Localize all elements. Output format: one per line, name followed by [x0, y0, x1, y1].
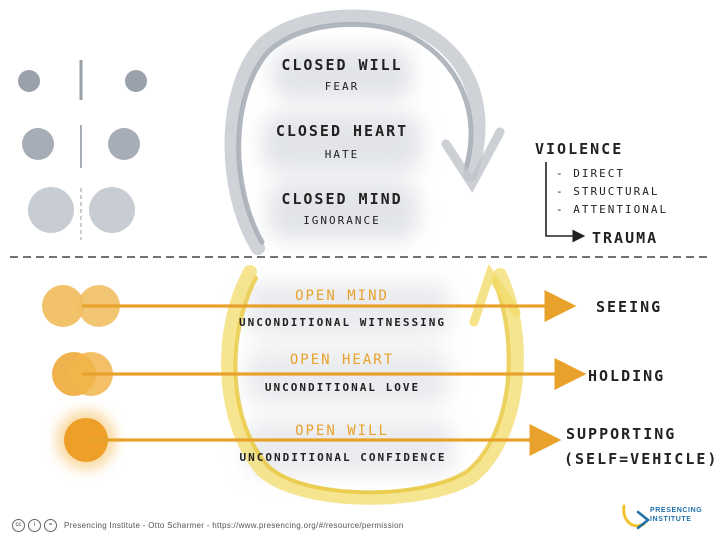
- violence-item-attentional: - ATTENTIONAL: [556, 203, 669, 216]
- open-heart-title: OPEN HEART: [289, 352, 395, 368]
- self-vehicle-label: (SELF=VEHICLE): [564, 450, 719, 468]
- closed-text-halos: [262, 48, 422, 240]
- open-heart-subtitle: UNCONDITIONAL LOVE: [264, 381, 421, 394]
- closed-heart-subtitle: HATE: [324, 148, 360, 161]
- closed-heart-title: CLOSED HEART: [275, 122, 409, 140]
- circle-open-mind-left: [42, 285, 84, 327]
- open-will-title: OPEN WILL: [295, 423, 389, 439]
- closed-mind-title: CLOSED MIND: [281, 190, 403, 208]
- seeing-label: SEEING: [596, 298, 663, 316]
- holding-label: HOLDING: [588, 367, 666, 385]
- trauma-label: TRAUMA: [592, 229, 659, 247]
- open-mind-title: OPEN MIND: [295, 288, 389, 304]
- closed-will-subtitle: FEAR: [324, 80, 360, 93]
- closed-circles: [18, 60, 147, 240]
- circle-closed-mind-left: [28, 187, 74, 233]
- logo-text-line1: PRESENCING: [650, 507, 703, 514]
- open-will-subtitle: UNCONDITIONAL CONFIDENCE: [239, 451, 447, 464]
- closed-mind-subtitle: IGNORANCE: [303, 214, 381, 227]
- circle-closed-mind-right: [89, 187, 135, 233]
- violence-trauma-connector: [545, 162, 586, 243]
- open-circles: [42, 285, 120, 470]
- violence-item-direct: - DIRECT: [556, 167, 625, 180]
- circle-closed-will-left: [18, 70, 40, 92]
- circle-closed-will-right: [125, 70, 147, 92]
- attribution-icon: i: [28, 519, 41, 532]
- open-text-halos: [245, 282, 455, 475]
- supporting-label: SUPPORTING: [566, 425, 677, 443]
- open-arrows: [82, 290, 587, 456]
- presencing-logo-mark: [622, 504, 651, 530]
- closed-will-title: CLOSED WILL: [281, 56, 403, 74]
- circle-closed-heart-right: [108, 128, 140, 160]
- closed-loop-arrow: [224, 9, 505, 255]
- logo-text-line2: INSTITUTE: [650, 516, 692, 523]
- open-mind-subtitle: UNCONDITIONAL WITNESSING: [239, 316, 446, 329]
- violence-title: VIOLENCE: [535, 140, 624, 158]
- circle-closed-heart-left: [22, 128, 54, 160]
- footer-credit: Presencing Institute - Otto Scharmer - h…: [64, 521, 404, 530]
- violence-item-structural: - STRUCTURAL: [556, 185, 660, 198]
- no-derivatives-icon: =: [44, 519, 57, 532]
- cc-license-icon: cc: [12, 519, 25, 532]
